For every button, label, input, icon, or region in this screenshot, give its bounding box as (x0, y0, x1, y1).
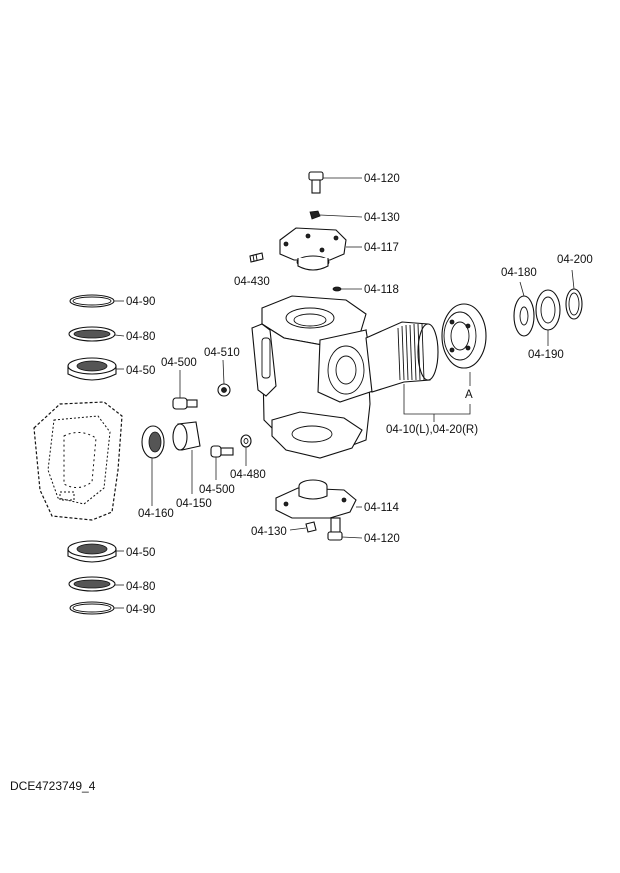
callout-knuckle: 04-10(L),04-20(R) (386, 424, 478, 436)
thrust-washer-180 (513, 281, 535, 337)
spindle-cap (441, 303, 487, 369)
grease-nipple-bottom (289, 521, 317, 533)
callout-ring-90-lower: 04-90 (126, 604, 155, 616)
shim-190 (535, 289, 561, 346)
grease-nipple-top (309, 210, 363, 220)
bolt-500-a (172, 370, 198, 410)
knuckle-leader (403, 384, 471, 422)
callout-bolt-bottom: 04-120 (364, 533, 400, 545)
o-ring-90-upper (69, 294, 124, 308)
callout-washer-510: 04-510 (204, 347, 240, 359)
callout-cap-top: 04-117 (364, 242, 399, 254)
callout-pin-118: 04-118 (364, 284, 399, 296)
washer-480 (240, 434, 252, 466)
bolt-500-b (210, 445, 234, 480)
callout-bearing-50-upper: 04-50 (126, 365, 155, 377)
callout-bolt-500-a: 04-500 (161, 357, 197, 369)
callout-snapring-200: 04-200 (557, 254, 593, 266)
callout-washer-480: 04-480 (230, 469, 266, 481)
seal-80-lower (68, 576, 124, 592)
callout-bolt-500-b: 04-500 (199, 484, 235, 496)
bearing-50-upper (67, 357, 124, 381)
view-marker-a: A (465, 389, 473, 401)
seal-160 (141, 425, 165, 506)
callout-cap-bottom: 04-114 (364, 502, 400, 514)
bearing-50-lower (67, 540, 124, 563)
screw-430 (249, 252, 264, 263)
callout-seal-80-upper: 04-80 (126, 331, 155, 343)
callout-washer-180: 04-180 (501, 267, 537, 279)
callout-bearing-50-lower: 04-50 (126, 547, 155, 559)
callout-ring-90-upper: 04-90 (126, 296, 155, 308)
seal-80-upper (68, 326, 125, 342)
kingpin-cap-bottom (275, 479, 362, 519)
snap-ring-200 (565, 269, 583, 320)
callout-nipple-top: 04-130 (364, 212, 400, 224)
document-code: DCE4723749_4 (10, 779, 96, 793)
callout-shim-190: 04-190 (528, 349, 564, 361)
axle-housing-phantom (33, 401, 123, 521)
steering-knuckle (251, 295, 439, 459)
washer-510 (217, 359, 231, 397)
callout-bushing-150: 04-150 (176, 498, 212, 510)
callout-screw-430: 04-430 (234, 276, 270, 288)
bolt-bottom (327, 517, 363, 541)
callout-nipple-bottom: 04-130 (251, 526, 287, 538)
o-ring-90-lower (69, 601, 124, 615)
callout-seal-80-lower: 04-80 (126, 581, 155, 593)
kingpin-cap-top (279, 227, 362, 271)
pin-118 (332, 286, 362, 292)
callout-seal-160: 04-160 (138, 508, 174, 520)
callout-bolt-top: 04-120 (364, 173, 400, 185)
bushing-150 (172, 421, 201, 494)
spindle-splines (397, 323, 425, 381)
bolt-top (308, 171, 362, 194)
